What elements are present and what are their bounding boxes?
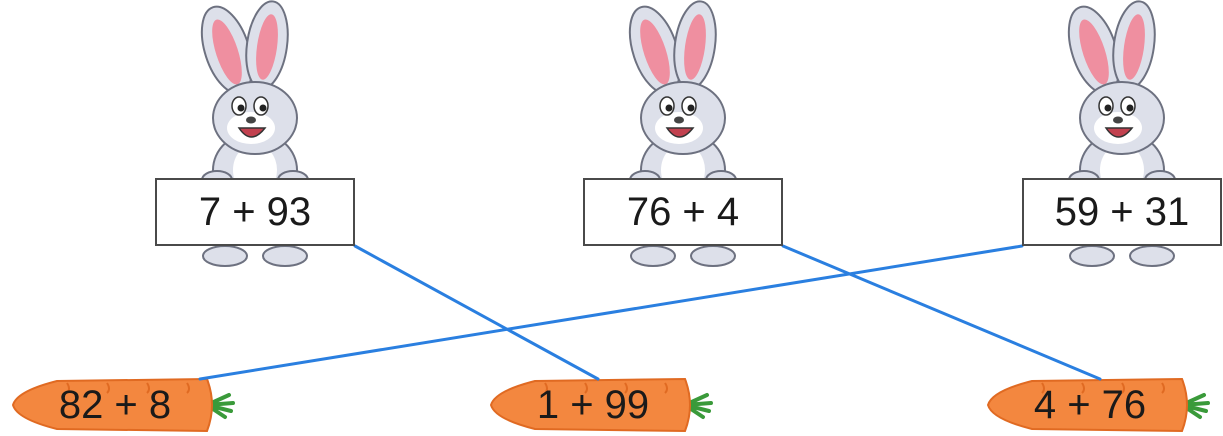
bunny-ear-inner — [256, 14, 278, 80]
carrot-ridge — [544, 382, 548, 394]
bunny-sign-2: 76 + 4 — [583, 178, 783, 246]
bunny-sign-3: 59 + 31 — [1022, 178, 1222, 246]
bunny-ear-inner — [1079, 19, 1109, 85]
bunny-pupil — [1126, 104, 1134, 112]
bunny-mouth — [1104, 127, 1134, 138]
bunny-ear-inner — [640, 19, 670, 85]
bunny-pupil — [1104, 104, 1112, 112]
bunny-sign-label: 59 + 31 — [1054, 189, 1190, 234]
connection-line — [781, 244, 1102, 381]
bunny-sign-label: 7 + 93 — [198, 189, 312, 234]
bunny-nose — [246, 116, 256, 124]
carrot-ridge — [584, 382, 588, 394]
bunny-mouth — [665, 127, 695, 138]
bunny-foot — [690, 245, 736, 267]
carrot-ridge — [1121, 382, 1125, 394]
bunny-pupil — [259, 104, 267, 112]
bunny-nose — [674, 116, 684, 124]
bunny-sign-label: 76 + 4 — [626, 189, 740, 234]
bunny-pupil — [665, 104, 673, 112]
carrot-expression: 1 + 99 — [536, 382, 650, 427]
carrot — [11, 377, 235, 433]
carrot-label-1: 82 + 8 — [20, 377, 210, 433]
carrot-body — [11, 377, 213, 433]
carrot-body — [986, 377, 1188, 433]
carrot-ridge — [624, 382, 628, 394]
carrot-label-3: 4 + 76 — [995, 377, 1185, 433]
bunny-mouth — [237, 127, 267, 138]
connection-line — [353, 244, 600, 381]
bunny-foot — [202, 245, 248, 267]
carrot-ridge — [186, 382, 190, 394]
bunny-foot — [630, 245, 676, 267]
bunny-ear-inner — [684, 14, 706, 80]
bunny-foot — [262, 245, 308, 267]
carrot-body — [489, 377, 691, 433]
bunny-ear-inner — [1123, 14, 1145, 80]
connection-line — [198, 244, 1024, 381]
bunny-pupil — [687, 104, 695, 112]
carrot-leaves — [683, 393, 713, 419]
carrot-ridge — [146, 382, 150, 394]
carrot-ridge — [1081, 382, 1085, 394]
bunny-nose — [1113, 116, 1123, 124]
carrot-leaves — [1180, 393, 1210, 419]
carrot — [489, 377, 713, 433]
bunny — [1067, 0, 1176, 267]
bunny-ear-inner — [212, 19, 242, 85]
carrot-ridge — [1041, 382, 1045, 394]
carrot — [986, 377, 1210, 433]
carrot-ridge — [106, 382, 110, 394]
carrot-expression: 82 + 8 — [58, 382, 172, 427]
carrot-ridge — [66, 382, 70, 394]
carrot-label-2: 1 + 99 — [498, 377, 688, 433]
carrot-ridge — [1161, 382, 1165, 394]
bunny-foot — [1069, 245, 1115, 267]
bunny-foot — [1129, 245, 1175, 267]
bunny-pupil — [237, 104, 245, 112]
bunny-sign-1: 7 + 93 — [155, 178, 355, 246]
carrot-expression: 4 + 76 — [1033, 382, 1147, 427]
carrot-ridge — [664, 382, 668, 394]
carrot-leaves — [205, 393, 235, 419]
